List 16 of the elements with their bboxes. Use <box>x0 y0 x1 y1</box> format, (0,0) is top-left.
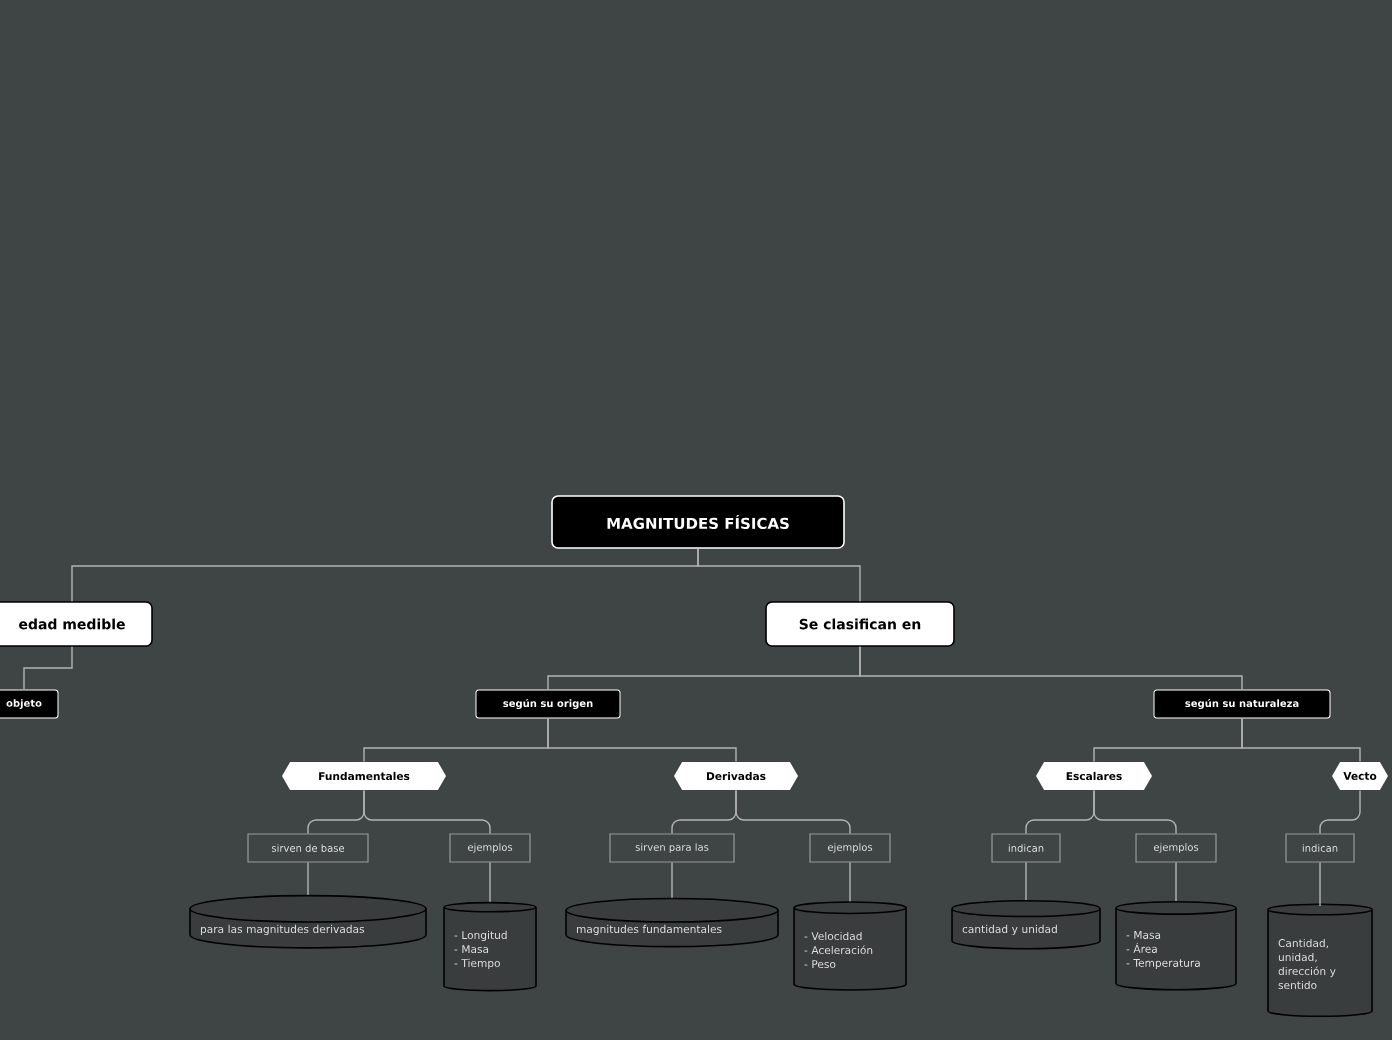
connector-line <box>23 646 73 691</box>
connector-line <box>859 646 1243 691</box>
connector-line <box>1241 717 1361 763</box>
connector-line <box>547 717 737 763</box>
connector-line <box>1175 861 1177 902</box>
connector-line <box>735 789 851 835</box>
connector-line <box>1319 861 1321 907</box>
connector-line <box>1093 789 1177 835</box>
connector-line <box>697 548 861 602</box>
connector-line <box>671 861 673 899</box>
connector-line <box>489 861 491 903</box>
connector-line <box>849 861 851 902</box>
connector-line <box>1319 789 1361 835</box>
connector-line <box>363 789 491 835</box>
connector-line <box>1025 861 1027 901</box>
connector-line <box>307 861 309 896</box>
